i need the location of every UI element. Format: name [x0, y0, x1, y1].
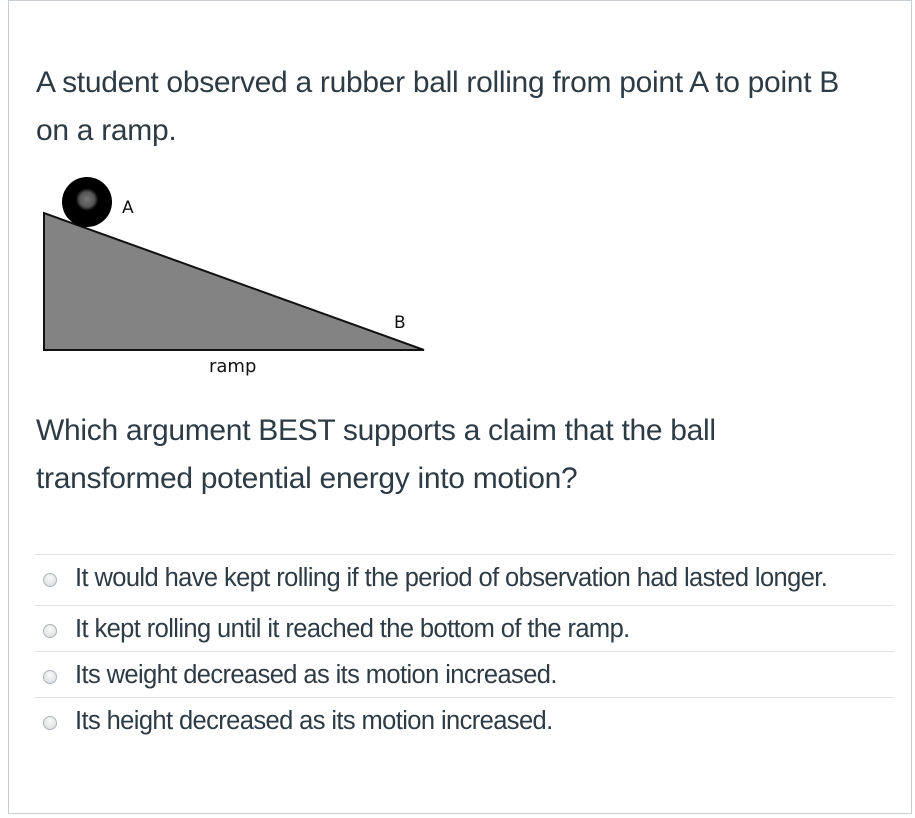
question-stem: A student observed a rubber ball rolling… [36, 66, 839, 147]
ball-icon [62, 177, 112, 227]
radio-button[interactable] [43, 573, 57, 587]
answer-text: Its height decreased as its motion incre… [75, 707, 553, 735]
answer-text: It would have kept rolling if the period… [75, 564, 828, 592]
question-container [8, 0, 912, 814]
radio-button[interactable] [43, 624, 57, 638]
ramp-shape [43, 211, 425, 351]
radio-button[interactable] [43, 716, 57, 730]
answer-text: Its weight decreased as its motion incre… [75, 661, 557, 689]
ramp-diagram: A B ramp [43, 177, 425, 377]
answer-option[interactable]: Its height decreased as its motion incre… [35, 697, 894, 743]
label-ramp: ramp [209, 356, 256, 377]
answer-list: It would have kept rolling if the period… [35, 554, 894, 743]
answer-option[interactable]: It kept rolling until it reached the bot… [35, 605, 894, 651]
question-prompt: Which argument BEST supports a claim tha… [36, 414, 716, 495]
label-a: A [122, 198, 134, 218]
answer-text: It kept rolling until it reached the bot… [75, 615, 630, 643]
answer-option[interactable]: Its weight decreased as its motion incre… [35, 651, 894, 697]
radio-button[interactable] [43, 670, 57, 684]
label-b: B [394, 313, 406, 333]
answer-option[interactable]: It would have kept rolling if the period… [35, 554, 894, 605]
